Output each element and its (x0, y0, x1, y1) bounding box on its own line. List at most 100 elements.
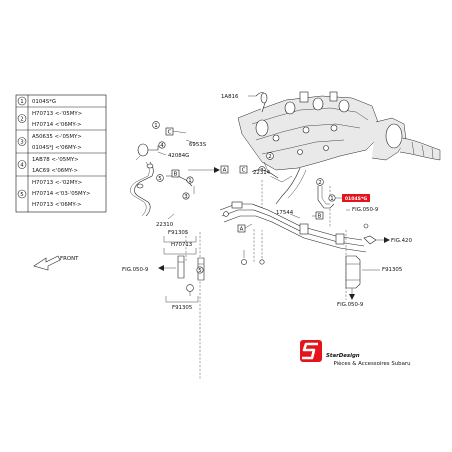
pipe-clip (335, 233, 345, 245)
right-fitting-group: 2 1 0104S*G B (312, 178, 370, 220)
callout-3-lower: 3 (182, 192, 190, 200)
legend-part-number: H70714 <'06MY-> (32, 122, 82, 128)
throttle-bore (385, 123, 403, 149)
hose-f91305-right: F91305 FIG.050-9 (337, 255, 402, 308)
bracket-line (165, 296, 199, 303)
ref-box-b (315, 211, 324, 220)
manifold-sensor (299, 91, 309, 103)
callout-circle (186, 176, 194, 184)
callout-circle (182, 192, 190, 200)
legend-part-number: 0104S*G (32, 99, 56, 105)
manifold-bolt (302, 126, 310, 134)
intake-duct (399, 137, 441, 161)
part-label-22314: 22314 (253, 170, 271, 176)
callout-number: 2 (318, 180, 321, 186)
pipe-fitting (363, 223, 369, 229)
legend-part-number: H70713 <-'05MY> (32, 111, 82, 117)
manifold-edge-line (261, 139, 345, 155)
fig-label-050-9-right-bottom[interactable]: FIG.050-9 (337, 302, 364, 308)
callout-legend-table: 1 0104S*G 2 H70713 <-'05MY> H70714 <'06M… (15, 94, 107, 213)
logo-wordmark: StarDesign (326, 353, 360, 359)
manifold-port (284, 101, 296, 115)
manifold-bolt (272, 134, 280, 142)
part-label-f91305-bottom: F91305 (172, 305, 192, 311)
ref-letter-b: B (318, 214, 322, 220)
pipe-assembly-17544: 17544 A (219, 201, 367, 265)
callout-2-right: 2 (316, 178, 324, 186)
callout-number: 5 (158, 176, 161, 182)
bracket-line (163, 236, 197, 243)
pipe-bolt (259, 259, 265, 265)
leader-line (244, 223, 253, 229)
part-label-22310: 22310 (156, 222, 174, 228)
highlighted-part-label-box[interactable] (342, 194, 370, 202)
legend-part-number: H70714 <'03-'05MY> (32, 191, 91, 197)
callout-number: 2 (268, 154, 271, 160)
manifold-bolt (297, 149, 303, 155)
part-label-42084g: 42084G (168, 153, 189, 159)
legend-callout-number: 2 (20, 117, 23, 123)
pipe-clip (231, 201, 243, 209)
callout-circle (17, 137, 27, 146)
hose-clamp (260, 92, 268, 104)
highlighted-part-label[interactable]: 0104S*G (345, 196, 367, 202)
ref-letter-b: B (174, 172, 178, 178)
legend-part-number: H70713 <-'02MY> (32, 180, 82, 186)
leader-line (167, 213, 175, 220)
callout-number: 4 (160, 143, 164, 149)
manifold-lower-flange (263, 161, 293, 183)
hose-22314-tube (251, 169, 279, 179)
legend-part-number: A50635 <-'05MY> (32, 134, 82, 140)
ref-box-a (220, 165, 229, 174)
leader-line (172, 130, 187, 134)
callout-1-lower: 1 (186, 176, 194, 184)
manifold-bolt (323, 145, 329, 151)
part-label-6953s: 6953S (189, 142, 207, 148)
front-arrow-icon (33, 255, 61, 271)
hose-22310-edge (130, 161, 150, 217)
part-label-h70713: H70713 (171, 242, 192, 248)
front-label: FRONT (60, 256, 79, 262)
arrow-head (384, 237, 390, 243)
part-label-f91305-right: F91305 (382, 267, 402, 273)
ref-letter-a: A (223, 168, 227, 174)
stardesign-logo: StarDesign Pièces & Accessoires Subaru (300, 340, 411, 367)
callout-number: 5 (198, 268, 201, 274)
intake-manifold-assembly (237, 91, 441, 183)
fig-label-420[interactable]: FIG.420 (391, 238, 412, 244)
fig-ref-right-top: FIG.050-9 (346, 207, 379, 213)
manifold-port (338, 99, 350, 113)
hose-22310-tube (134, 161, 154, 217)
callout-circle (17, 160, 27, 169)
legend-callout-number: 3 (20, 140, 23, 146)
fig-label-050-9-right-top[interactable]: FIG.050-9 (352, 207, 379, 213)
logo-tagline: Pièces & Accessoires Subaru (333, 360, 410, 367)
fig-label-050-9-left[interactable]: FIG.050-9 (122, 267, 149, 273)
ref-box-c (165, 127, 174, 136)
pipe-bolt (241, 259, 247, 265)
hose-clamp (146, 163, 154, 169)
pipe-clip (299, 223, 309, 235)
part-label-f91305-top: F91305 (168, 230, 188, 236)
hose-set-lower-left: F91305 H70713 5 F91305 FIG.050-9 (122, 230, 205, 311)
ref-box-c (239, 165, 248, 174)
callout-circle (196, 266, 204, 274)
legend-part-number: 0104S*J <'06MY-> (32, 145, 82, 151)
legend-row-5: 5 H70713 <-'02MY> H70714 <'03-'05MY> H70… (17, 180, 91, 208)
ref-box-a (237, 224, 246, 233)
ref-a-upper-group: A (188, 165, 229, 174)
callout-circle (17, 189, 27, 199)
hose-clamp (136, 183, 144, 189)
ref-letter-c: C (242, 168, 246, 174)
legend-callout-number: 4 (20, 163, 24, 169)
fuel-pipe (223, 215, 367, 253)
hose-1a816: 1A816 (221, 92, 268, 113)
arrow-head (214, 167, 220, 173)
legend-row-1: 1 0104S*G (17, 96, 56, 106)
legend-frame (15, 94, 107, 213)
bolt-6953s (185, 139, 196, 144)
hose-manifold-to-pipe (275, 167, 301, 205)
pipe-end-fitting (363, 235, 377, 245)
